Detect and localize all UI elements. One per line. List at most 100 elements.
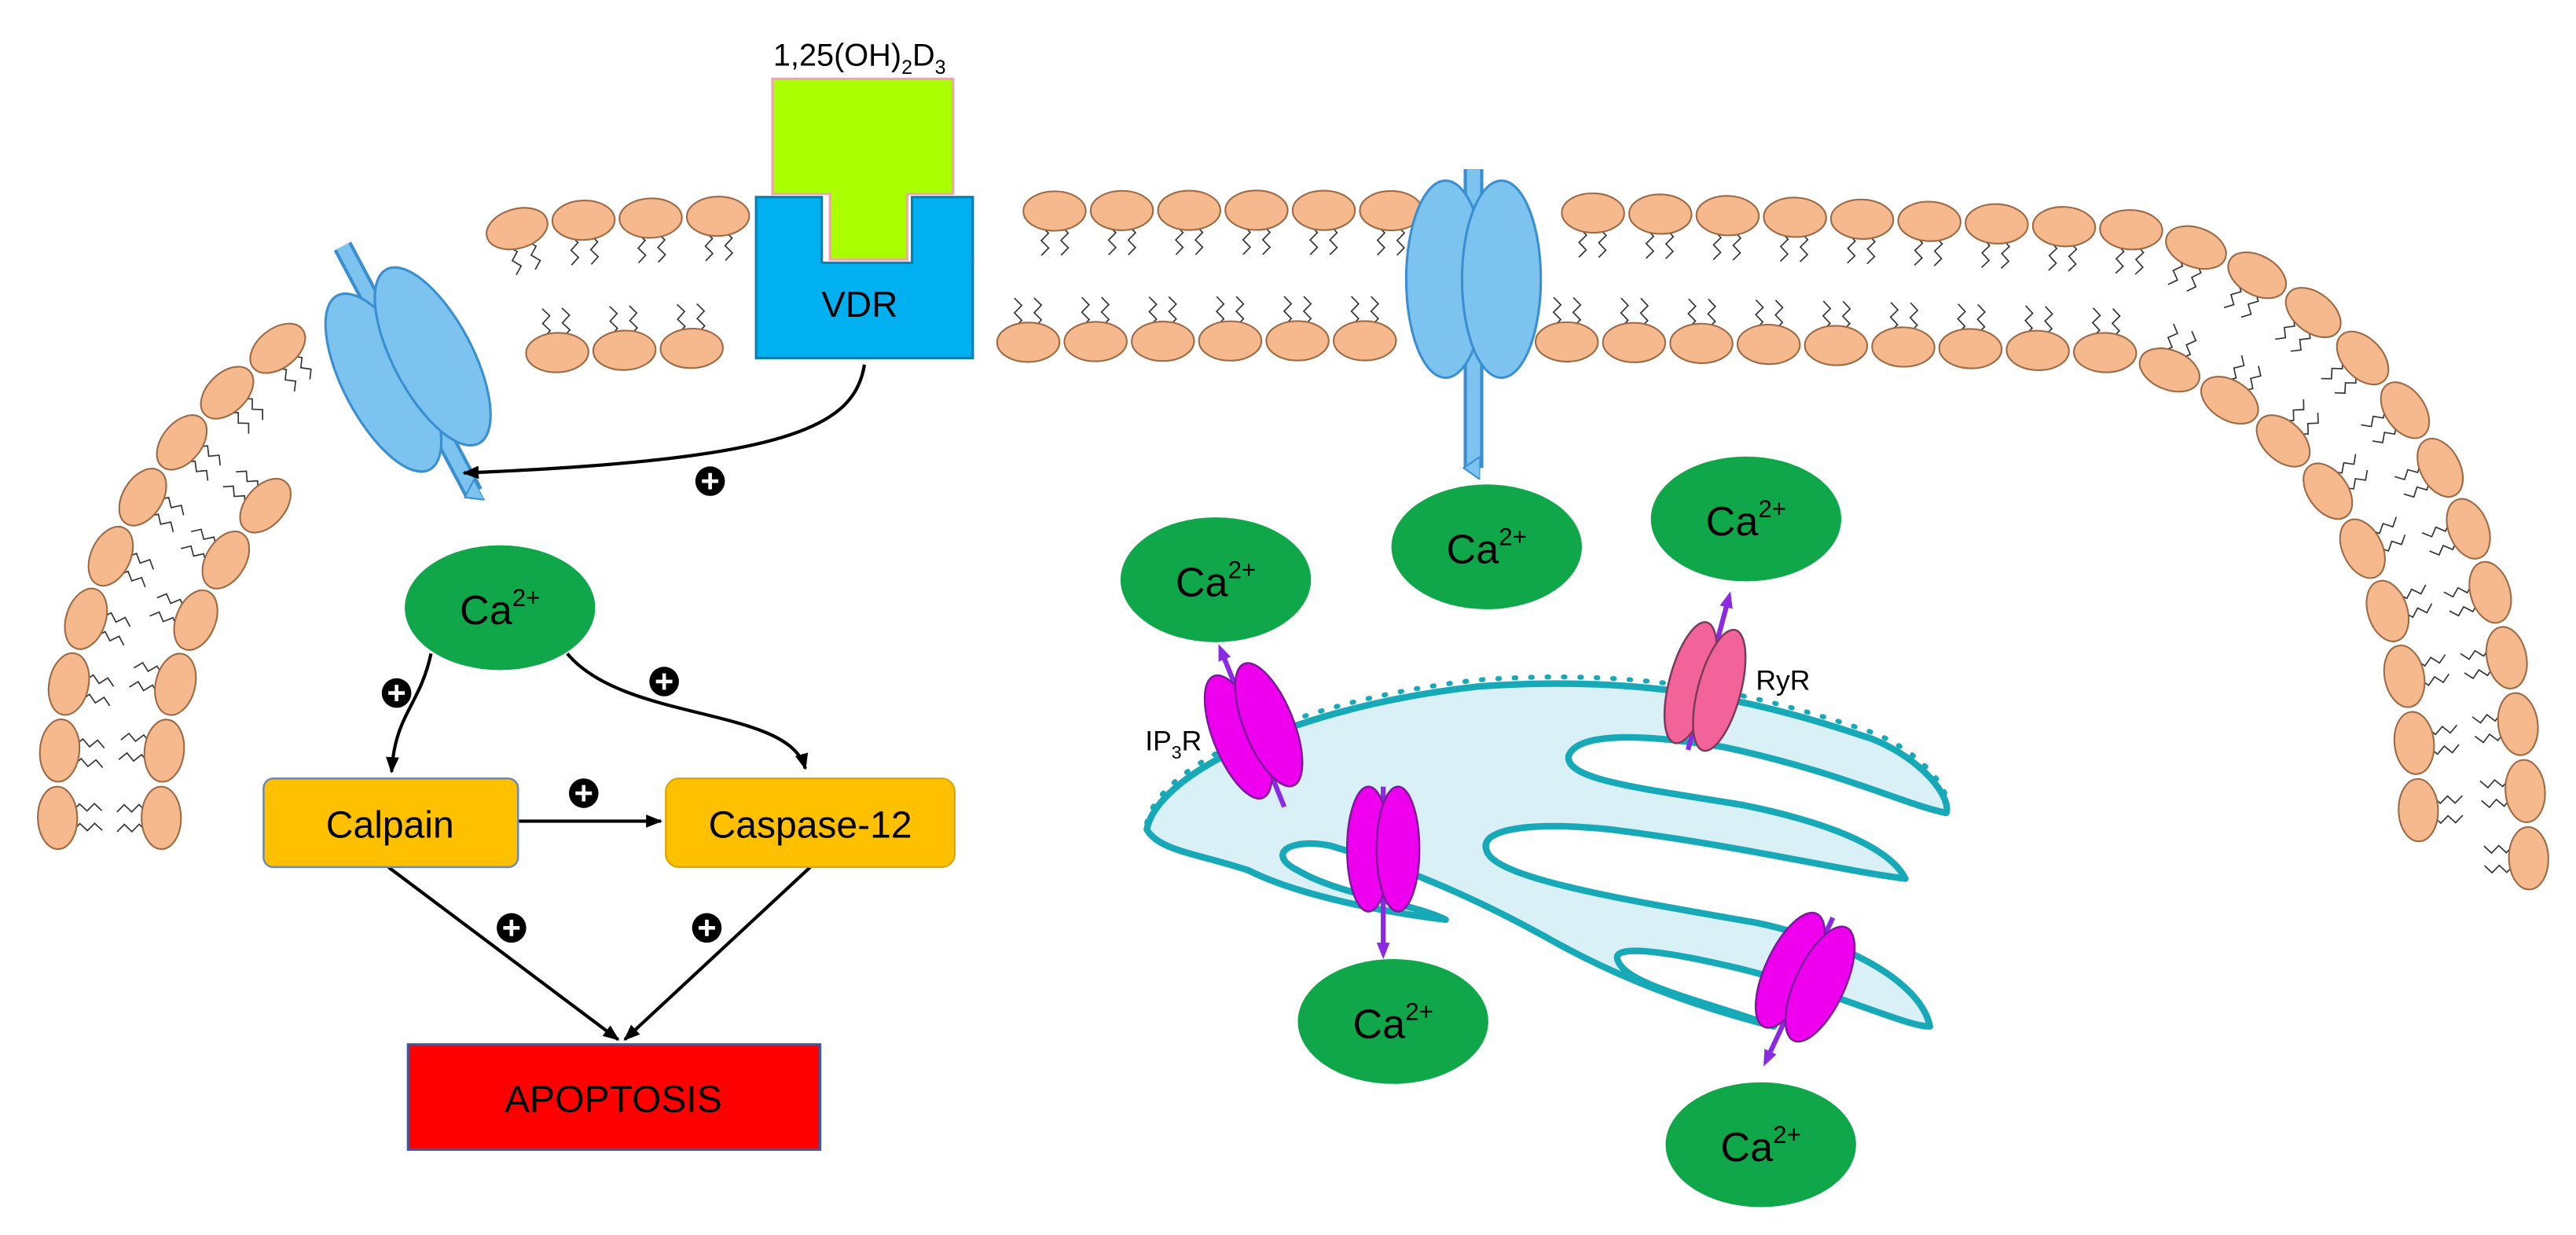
- lipid-head: [1897, 200, 1961, 242]
- lipid-head: [39, 719, 81, 783]
- svg-text:Ca2+: Ca2+: [460, 584, 540, 634]
- lipid-head: [2227, 251, 2288, 300]
- lipid-head: [2504, 759, 2546, 823]
- lipid-head: [1198, 320, 1263, 362]
- calcium-ion: Ca2+: [405, 545, 596, 671]
- lipid-head: [1063, 321, 1128, 362]
- lipid-head: [1534, 321, 1599, 363]
- lipid-head: [1602, 322, 1667, 363]
- calpain-box: Calpain: [262, 777, 519, 869]
- lipid-head: [2380, 381, 2431, 439]
- vitamin-d-ligand: 1,25(OH)2D3: [771, 39, 955, 261]
- lipid-head: [2497, 692, 2539, 756]
- lipid-head: [2416, 437, 2464, 498]
- lipid-head: [201, 531, 251, 590]
- svg-text:Ca2+: Ca2+: [1176, 556, 1256, 605]
- er-ribosomes: [1144, 674, 1950, 825]
- lipid-head: [2468, 561, 2512, 624]
- lipid-head: [2165, 225, 2227, 270]
- calcium-ion: Ca2+: [1650, 456, 1842, 582]
- lipid-head: [2339, 518, 2386, 579]
- lipid-head: [2073, 332, 2137, 373]
- lipid-head: [525, 332, 589, 373]
- membrane-channel-center: [1404, 169, 1543, 468]
- lipid-head: [1736, 323, 1801, 366]
- lipid-head: [2138, 347, 2200, 393]
- lipid-head: [659, 327, 724, 369]
- lipid-head: [1291, 189, 1356, 231]
- svg-text:Ca2+: Ca2+: [1706, 495, 1786, 545]
- calcium-ions: Ca2+ Ca2+ Ca2+ Ca2+ Ca2+: [405, 456, 1856, 1207]
- svg-text:Ca2+: Ca2+: [1352, 998, 1433, 1047]
- plus-sign-icon: [692, 913, 722, 943]
- lipid-head: [1695, 195, 1760, 237]
- lipid-head: [143, 719, 185, 783]
- lipid-head: [2393, 711, 2435, 775]
- lipid-head: [2031, 206, 2097, 248]
- lipid-head: [37, 785, 79, 851]
- lipid-head: [2446, 498, 2491, 560]
- calcium-ion: Ca2+: [1391, 484, 1582, 610]
- calcium-ion: Ca2+: [1665, 1082, 1856, 1207]
- flow-arrows: [386, 652, 812, 1042]
- vdr-label: VDR: [821, 284, 897, 325]
- vdr-receptor: VDR: [754, 196, 974, 359]
- lipid-head: [2508, 826, 2549, 891]
- lipid-head: [2284, 287, 2342, 339]
- membrane-channel-left: [324, 241, 492, 524]
- lipid-head: [2303, 462, 2354, 520]
- lipid-head: [486, 207, 549, 251]
- ip3r-channel: [1203, 644, 1304, 808]
- lipid-head: [2099, 209, 2163, 251]
- lipid-head: [47, 652, 90, 716]
- lipid-bilayer: [37, 189, 2549, 891]
- lipid-head: [1265, 320, 1330, 362]
- calcium-ion: Ca2+: [1297, 959, 1488, 1084]
- plus-sign-icon: [649, 667, 679, 697]
- plus-sign-icon: [568, 778, 599, 808]
- lipid-head: [249, 322, 306, 374]
- lipid-head: [239, 477, 292, 534]
- plus-sign-icon: [695, 466, 725, 496]
- lipid-head: [996, 322, 1061, 363]
- lipid-head: [1628, 193, 1693, 235]
- activation-signs: [381, 466, 725, 943]
- lipid-head: [1763, 197, 1827, 238]
- lipid-head: [64, 587, 108, 650]
- lipid-head: [156, 414, 208, 471]
- lipid-head: [1131, 320, 1195, 362]
- lipid-head: [1089, 189, 1154, 231]
- lipid-head: [2365, 579, 2410, 642]
- lipid-head: [592, 329, 657, 371]
- er-channel-lower: [1345, 785, 1421, 960]
- svg-text:Calpain: Calpain: [326, 804, 454, 846]
- lipid-head: [685, 196, 750, 237]
- lipid-head: [1157, 189, 1221, 231]
- vdr-to-channel-arrow: [462, 364, 867, 480]
- lipid-head: [618, 197, 683, 239]
- ligand-label: 1,25(OH)2D3: [773, 39, 946, 79]
- ryr-channel: [1663, 591, 1747, 752]
- ip3r-label: IP3R: [1145, 726, 1202, 763]
- svg-text:Ca2+: Ca2+: [1447, 524, 1527, 573]
- lipid-head: [1938, 328, 2003, 369]
- svg-text:Ca2+: Ca2+: [1720, 1121, 1800, 1171]
- lipid-head: [551, 200, 616, 241]
- er-channel-bottom-right: [1754, 911, 1856, 1067]
- lipid-head: [154, 652, 197, 716]
- lipid-head: [87, 526, 134, 587]
- lipid-head: [2398, 777, 2439, 843]
- lipid-head: [141, 785, 182, 851]
- lipid-head: [1829, 198, 1895, 241]
- caspase-12-box: Caspase-12: [665, 777, 956, 869]
- svg-text:Caspase-12: Caspase-12: [709, 804, 912, 846]
- lipid-head: [2336, 330, 2390, 386]
- lipid-head: [200, 366, 255, 420]
- lipid-head: [1871, 326, 1936, 368]
- lipid-head: [1022, 190, 1087, 232]
- plus-sign-icon: [381, 678, 412, 708]
- lipid-head: [1669, 322, 1734, 364]
- plus-sign-icon: [497, 913, 527, 943]
- lipid-head: [2255, 414, 2311, 468]
